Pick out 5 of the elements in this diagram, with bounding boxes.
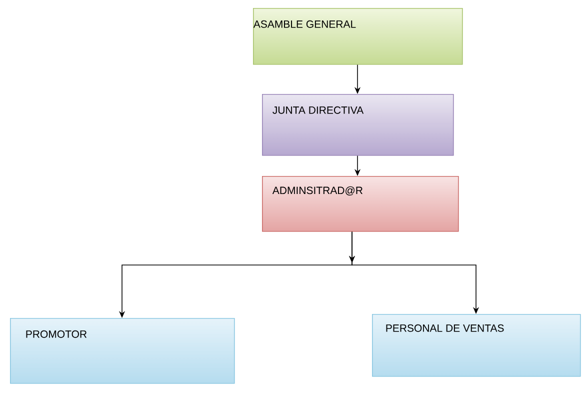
org-box: ASAMBLE GENERAL	[253, 8, 463, 65]
org-box: PERSONAL DE VENTAS	[372, 314, 581, 377]
org-box: ADMINSITRAD@R	[262, 176, 459, 232]
org-box: JUNTA DIRECTIVA	[262, 94, 454, 156]
org-box: PROMOTOR	[10, 318, 235, 384]
